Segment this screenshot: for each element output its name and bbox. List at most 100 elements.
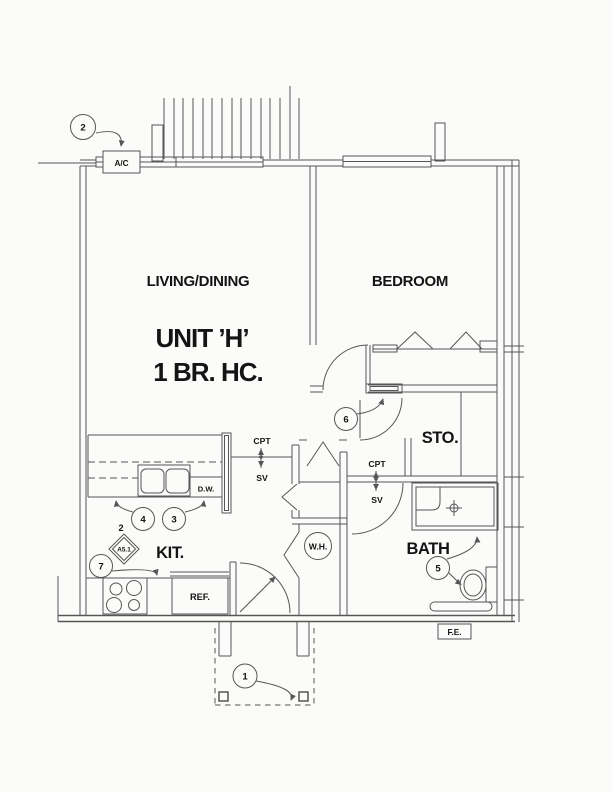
interior-walls xyxy=(229,166,497,615)
ac-box xyxy=(102,150,141,174)
counter-end-wall xyxy=(221,432,232,514)
leader xyxy=(356,398,385,415)
keynote-number: 4 xyxy=(140,515,146,526)
door-leaf xyxy=(365,345,371,385)
wall-stub xyxy=(434,122,446,162)
fire-extinguisher: F.E. xyxy=(437,623,472,640)
wall-notch xyxy=(479,340,498,353)
detail-marker: 2 A5.1 xyxy=(108,523,140,565)
wall-pilaster xyxy=(218,622,232,657)
keynote-6: 6 xyxy=(334,398,385,431)
keynote-7: 7 xyxy=(89,554,159,578)
keynote-number: 7 xyxy=(98,562,103,573)
sink-bowl xyxy=(165,468,190,494)
keynote-4: 4 xyxy=(113,500,155,531)
grab-bar xyxy=(429,601,493,612)
coat-closet-chevron xyxy=(306,441,340,467)
entry-vestibule-wall xyxy=(229,561,237,615)
bifold-door-chevron xyxy=(396,331,434,350)
keynote-3: 3 xyxy=(162,500,207,531)
roll-in-shower xyxy=(411,482,499,531)
leader xyxy=(255,680,296,701)
keynote-circle xyxy=(334,407,358,431)
detail-diamond-inner xyxy=(111,536,137,562)
leader xyxy=(446,536,481,560)
keynote-number: 2 xyxy=(80,123,85,134)
keynote-circle xyxy=(70,114,96,140)
leader xyxy=(184,500,207,513)
bath-label: BATH xyxy=(406,540,449,558)
wh-closet-chevron xyxy=(283,531,300,579)
carpet-label: CPT xyxy=(253,436,271,446)
leader xyxy=(113,500,134,513)
door-leaf xyxy=(239,576,276,613)
living-bedroom-wall xyxy=(309,166,317,345)
detail-sheet: A5.1 xyxy=(117,547,131,554)
ac-label: A/C xyxy=(114,159,128,168)
leader xyxy=(448,572,462,586)
unit-title-line1: UNIT ’H’ xyxy=(155,323,248,353)
kitchen-label: KIT. xyxy=(156,544,184,562)
door-swing-arc xyxy=(359,397,403,441)
toilet-tank xyxy=(485,566,498,603)
door-threshold xyxy=(365,383,403,394)
sto-door xyxy=(359,397,403,441)
stair-deck-above xyxy=(151,86,446,162)
bath-door xyxy=(351,482,404,535)
bath-fixtures xyxy=(411,482,499,612)
keynote-circle xyxy=(131,507,155,531)
right-party-wall xyxy=(496,160,520,622)
detail-number: 2 xyxy=(118,523,123,533)
stoop-outline xyxy=(214,628,315,706)
closet-west-wall xyxy=(291,444,300,518)
entry-door xyxy=(239,562,291,614)
burner xyxy=(109,582,123,596)
door-swing-arc xyxy=(239,562,291,614)
exterior-walls xyxy=(38,159,524,623)
party-wall-ticks xyxy=(504,345,524,601)
ac-unit: A/C xyxy=(102,150,141,174)
sheet-vinyl-label: SV xyxy=(371,495,383,505)
keynote-circle xyxy=(426,556,450,580)
keynote-5: 5 xyxy=(426,536,481,586)
left-wall xyxy=(79,166,87,615)
stair-hatch-lines xyxy=(163,86,300,159)
refrigerator-label: REF. xyxy=(190,592,210,602)
hall-closets: W.H. xyxy=(281,441,340,579)
roll-in-shower-inner xyxy=(415,486,495,527)
bedroom-south-wall xyxy=(310,384,497,393)
bottom-wall xyxy=(58,614,515,623)
sto-west-wall xyxy=(404,438,412,476)
bedroom-door xyxy=(322,344,403,394)
bifold-door-chevron xyxy=(449,331,483,350)
keynote-circle xyxy=(162,507,186,531)
toilet-bowl-inner xyxy=(463,573,483,597)
fe-box xyxy=(437,623,472,640)
keynote-number: 6 xyxy=(343,415,348,426)
carpet-label: CPT xyxy=(368,459,386,469)
water-heater xyxy=(304,532,332,560)
stoop-post xyxy=(298,691,309,702)
burner xyxy=(126,580,142,596)
transition-point xyxy=(259,455,263,459)
linen-wh-partition xyxy=(292,517,347,525)
cabinet-over-ref xyxy=(170,571,229,577)
sheet-vinyl-label: SV xyxy=(256,473,268,483)
bath-north-wall xyxy=(347,475,497,483)
keynote-number: 1 xyxy=(242,672,248,683)
unit-title-line2: 1 BR. HC. xyxy=(153,357,262,387)
sink-bowl xyxy=(140,468,165,494)
floor-drain-cross xyxy=(446,500,462,516)
dishwasher xyxy=(189,476,223,498)
kitchen-fixtures: D.W. REF. xyxy=(86,432,232,615)
hall-west-wall xyxy=(339,451,348,615)
fe-label: F.E. xyxy=(447,628,461,637)
leader xyxy=(95,131,125,147)
keynote-number: 5 xyxy=(435,564,441,575)
living-dining-label: LIVING/DINING xyxy=(147,273,250,290)
door-swing-arc xyxy=(351,482,404,535)
transition-point xyxy=(374,477,378,481)
keynote-circle xyxy=(232,663,258,689)
